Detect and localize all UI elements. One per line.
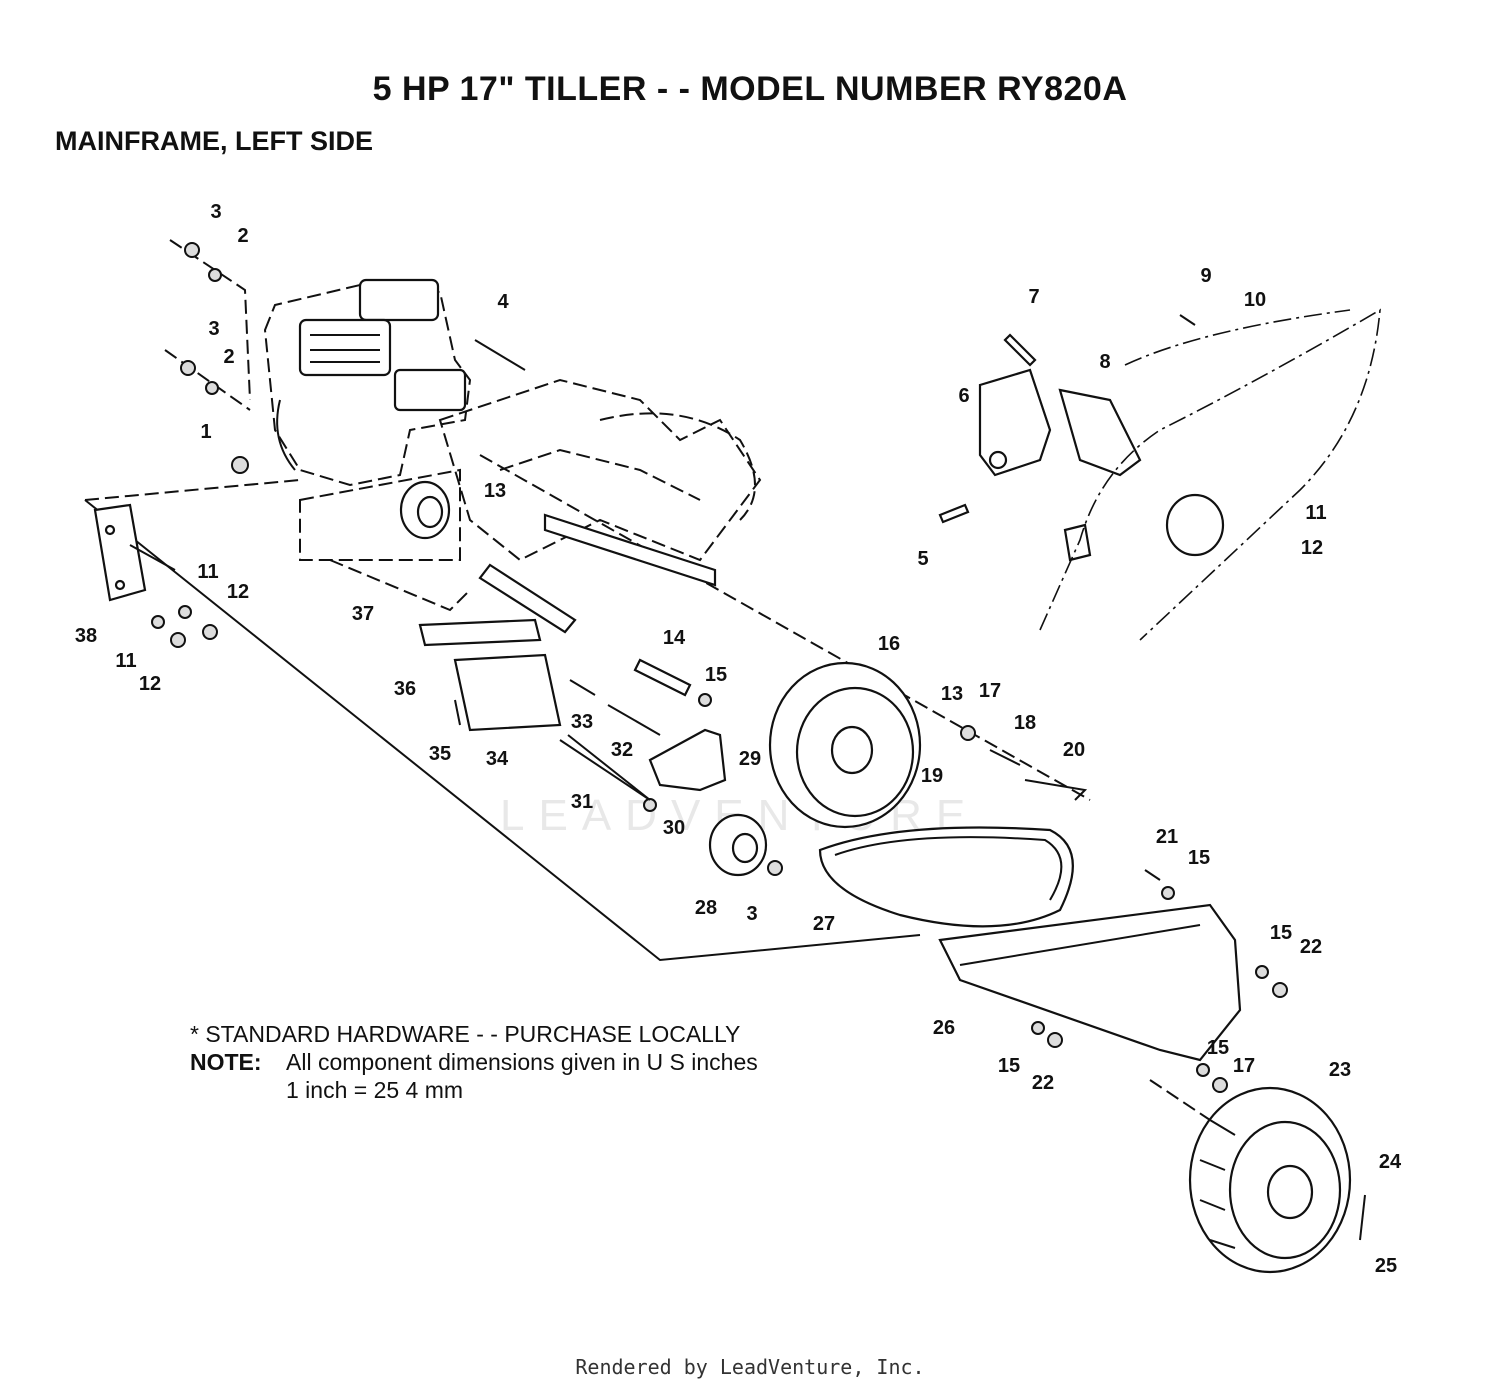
callout-number: 11 [1305,502,1326,524]
callout-number: 22 [1300,936,1322,958]
callout-number: 17 [1233,1055,1255,1077]
note-line-2: 1 inch = 25 4 mm [286,1077,464,1103]
callout-number: 15 [705,664,727,686]
shaft-tubes [478,513,717,697]
guide-line [84,479,301,501]
callout-number: 19 [921,765,943,787]
callout-number: 20 [1063,739,1085,761]
page-subtitle: MAINFRAME, LEFT SIDE [55,126,373,156]
note-row: 1 inch = 25 4 mm [190,1076,758,1104]
callout-number: 38 [75,625,97,647]
callout-number: 15 [998,1055,1020,1077]
callout-number: 3 [210,201,221,223]
callout-number: 6 [958,385,969,407]
callout-number: 28 [695,897,717,919]
callout-number: 35 [429,743,451,765]
callout-number: 11 [115,650,136,672]
callout-number: 17 [979,680,1001,702]
callout-number: 11 [197,561,218,583]
guide-line [164,349,251,411]
callout-number: 18 [1014,712,1036,734]
callout-number: 7 [1028,286,1039,308]
note-line-1: All component dimensions given in U S in… [286,1049,758,1075]
footer-credit: Rendered by LeadVenture, Inc. [575,1355,925,1379]
callout-number: 15 [1188,847,1210,869]
guide-line [479,454,1091,801]
notes-block: * STANDARD HARDWARE - - PURCHASE LOCALLY… [190,1020,758,1104]
mount-bracket [418,618,562,732]
guide-line [1149,1079,1211,1121]
callout-number: 5 [917,548,928,570]
callout-number: 12 [139,673,161,695]
callout-number: 12 [1301,537,1323,559]
callout-number: 9 [1200,265,1211,287]
callout-number: 15 [1207,1037,1229,1059]
callout-number: 32 [611,739,633,761]
mainframe [299,378,762,612]
main-pulley [768,661,922,829]
tine-shield-parts [938,333,1225,562]
bracket [93,503,176,602]
v-belt-inner [834,836,1063,901]
tine-shield-outline [1039,308,1381,641]
callout-number: 31 [571,791,593,813]
callout-number: 13 [484,480,506,502]
callout-number: 13 [941,683,963,705]
callout-number: 23 [1329,1059,1351,1081]
note-label: NOTE: [190,1049,262,1075]
callout-number: 21 [1156,826,1178,848]
standard-hardware-note: * STANDARD HARDWARE - - PURCHASE LOCALLY [190,1021,741,1047]
callout-number: 24 [1379,1151,1402,1173]
callout-number: 3 [746,903,757,925]
callout-number: 29 [739,748,761,770]
guide-line [84,499,921,962]
callout-number: 2 [223,346,234,368]
callout-number: 34 [486,748,509,770]
engine-pulley [399,480,451,540]
callout-number: 16 [878,633,900,655]
callout-number: 10 [1244,289,1266,311]
callout-number: 15 [1270,922,1292,944]
page-title: 5 HP 17" TILLER - - MODEL NUMBER RY820A [372,70,1128,108]
callout-number: 1 [200,421,211,443]
callout-number: 37 [352,603,374,625]
callout-number: 22 [1032,1072,1054,1094]
callout-number: 14 [663,627,686,649]
v-belt [818,826,1074,928]
callout-number: 25 [1375,1255,1397,1277]
belt-guard [938,903,1242,1062]
callout-number: 3 [208,318,219,340]
callout-number: 26 [933,1017,955,1039]
callout-number: 36 [394,678,416,700]
callout-number: 33 [571,711,593,733]
note-row: NOTE: All component dimensions given in … [190,1048,758,1076]
callout-number: 30 [663,817,685,839]
callout-number: 4 [497,291,509,313]
callout-number: 27 [813,913,835,935]
callout-number: 8 [1099,351,1110,373]
idler-assembly [559,728,768,877]
wheel [1188,1086,1352,1274]
engine [263,278,472,487]
callout-number: 12 [227,581,249,603]
hardware [151,242,1366,1241]
callout-number: 2 [237,225,248,247]
tine-shield-outline [1124,309,1351,366]
